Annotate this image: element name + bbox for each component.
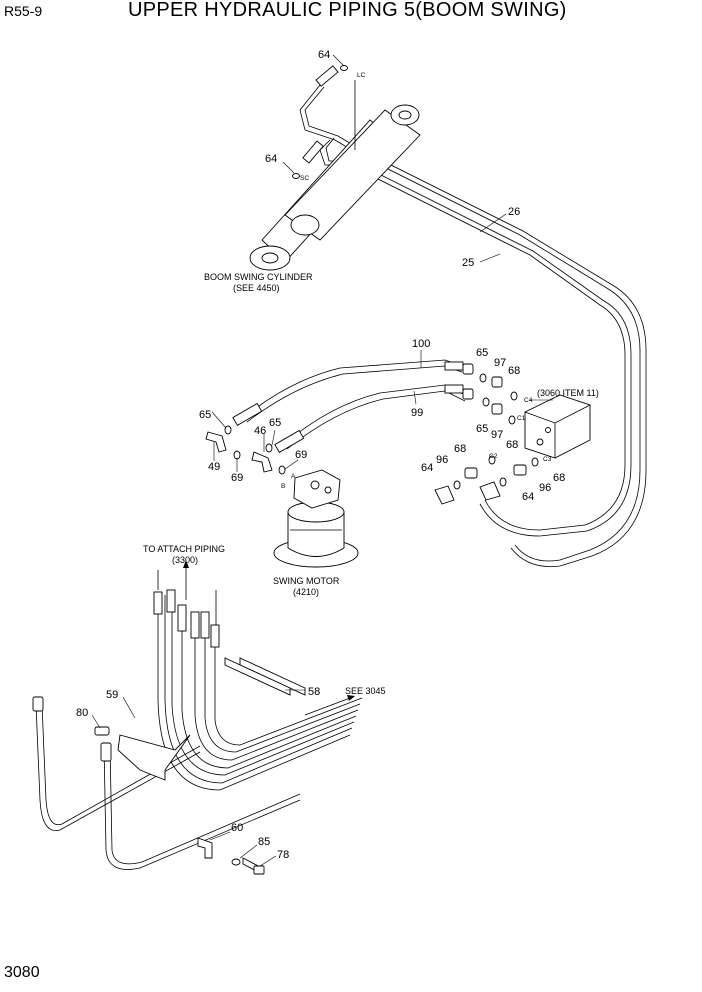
model-code: R55-9 xyxy=(4,3,43,19)
swing-motor xyxy=(273,469,359,568)
port-sc: SC xyxy=(300,175,309,182)
callout-26: 26 xyxy=(508,206,520,218)
captions: BOOM SWING CYLINDER (SEE 4450) SWING MOT… xyxy=(143,272,599,696)
port-c1: C1 xyxy=(517,415,526,422)
part-number-labels: 64 64 26 25 100 65 97 68 99 65 97 68 65 … xyxy=(76,49,565,861)
port-labels: LC SC C4 C1 C2 C3 A B xyxy=(281,72,552,490)
port-a: A xyxy=(291,473,296,480)
seal-rings-adapters xyxy=(205,373,518,475)
callout-64-d: 64 xyxy=(522,491,534,503)
port-c4: C4 xyxy=(524,397,533,404)
callout-58: 58 xyxy=(308,686,320,698)
cylinder-fittings xyxy=(282,54,348,179)
leader-lines xyxy=(91,213,553,867)
caption-see3045: SEE 3045 xyxy=(345,686,386,696)
callout-60: 60 xyxy=(231,822,243,834)
caption-attach-1: TO ATTACH PIPING xyxy=(143,544,225,554)
page-number: 3080 xyxy=(4,964,40,981)
callout-85: 85 xyxy=(258,836,270,848)
page-title: UPPER HYDRAULIC PIPING 5(BOOM SWING) xyxy=(128,0,567,21)
callout-64-mid: 64 xyxy=(265,153,277,165)
callout-46: 46 xyxy=(254,425,266,437)
callout-65-b: 65 xyxy=(476,423,488,435)
callout-65-c: 65 xyxy=(269,417,281,429)
attachment-piping-bundle xyxy=(32,560,363,870)
callout-65-a: 65 xyxy=(476,347,488,359)
callout-97-b: 97 xyxy=(491,429,503,441)
caption-valve-ref: (3060 ITEM 11) xyxy=(537,388,599,398)
hose-100-99 xyxy=(232,359,474,453)
callout-96-a: 96 xyxy=(436,454,448,466)
callout-49: 49 xyxy=(208,461,220,473)
port-b: B xyxy=(281,483,285,490)
port-lc: LC xyxy=(357,72,366,79)
callout-68-c: 68 xyxy=(454,443,466,455)
callout-69-left: 69 xyxy=(231,472,243,484)
callout-59: 59 xyxy=(106,689,118,701)
port-c2: C2 xyxy=(489,453,498,460)
callout-99: 99 xyxy=(411,407,423,419)
control-valve-block xyxy=(524,394,591,459)
boom-swing-cylinder xyxy=(249,80,421,271)
callout-64-c: 64 xyxy=(421,462,433,474)
port-c3: C3 xyxy=(543,456,552,463)
callout-96-b: 96 xyxy=(539,482,551,494)
callout-68-a: 68 xyxy=(508,365,520,377)
callout-100: 100 xyxy=(412,338,430,350)
caption-cylinder-1: BOOM SWING CYLINDER xyxy=(204,272,313,282)
callout-65-left: 65 xyxy=(199,409,211,421)
callout-25: 25 xyxy=(462,257,474,269)
callout-64-top: 64 xyxy=(318,49,330,61)
caption-cylinder-2: (SEE 4450) xyxy=(233,283,280,293)
callout-69-c: 69 xyxy=(295,449,307,461)
caption-motor-1: SWING MOTOR xyxy=(273,576,340,586)
callout-78: 78 xyxy=(277,849,289,861)
callout-68-d: 68 xyxy=(553,472,565,484)
callout-68-b: 68 xyxy=(506,439,518,451)
caption-attach-2: (3300) xyxy=(172,555,198,565)
callout-97-a: 97 xyxy=(494,357,506,369)
callout-80: 80 xyxy=(76,707,88,719)
pin-washer-bolt xyxy=(197,837,265,875)
valve-lower-fittings xyxy=(434,455,539,505)
hose-25-26-pair xyxy=(299,84,647,567)
caption-motor-2: (4210) xyxy=(293,587,319,597)
